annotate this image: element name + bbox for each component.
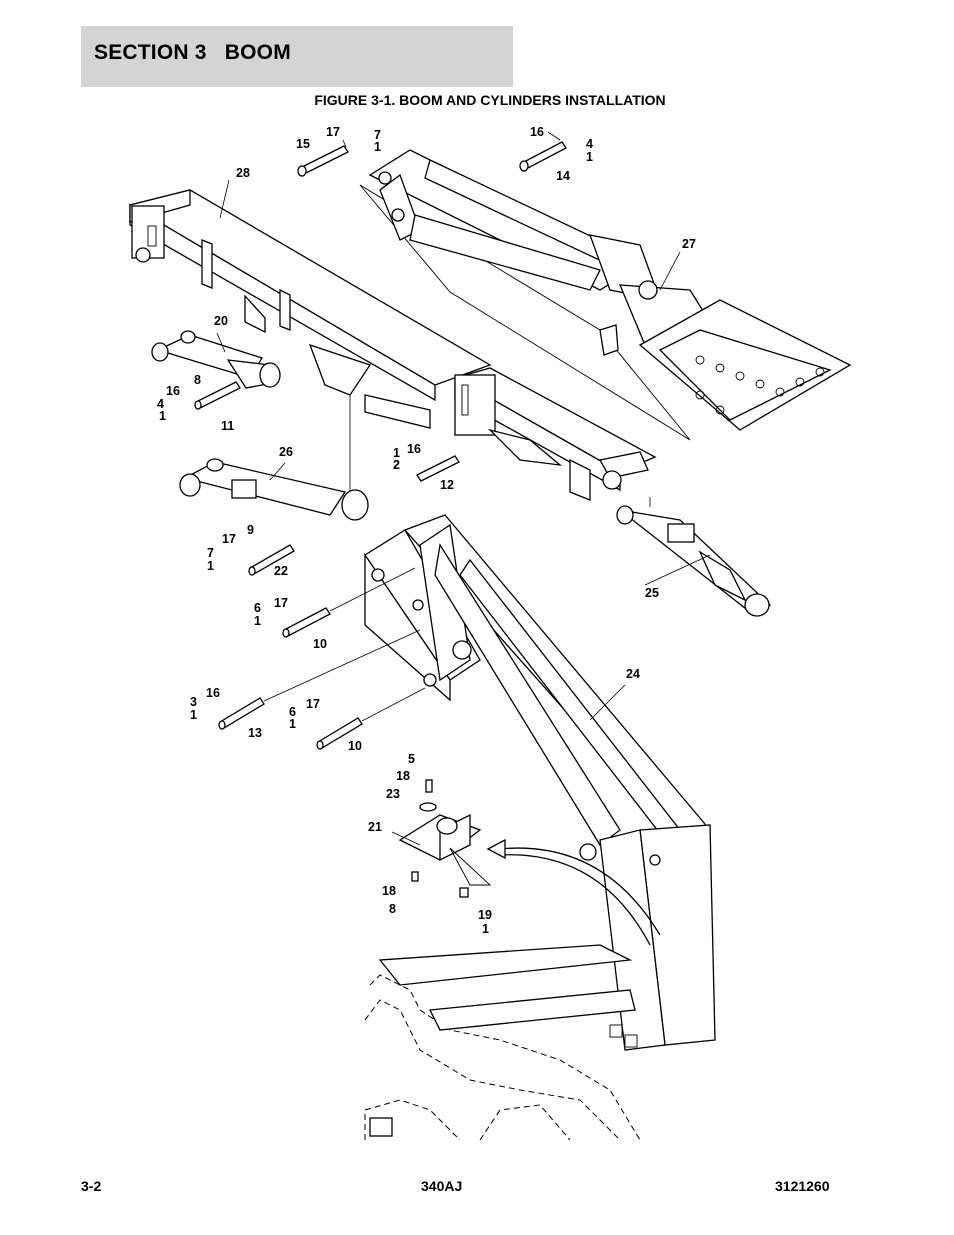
callout-2: 2 bbox=[393, 458, 400, 472]
callout-20: 20 bbox=[214, 314, 228, 328]
callout-26: 26 bbox=[279, 445, 293, 459]
callout-1i: 1 bbox=[482, 922, 489, 936]
rotator-cylinder-assembly bbox=[359, 149, 852, 441]
callout-18b: 18 bbox=[382, 884, 396, 898]
callout-9: 9 bbox=[247, 523, 254, 537]
callout-3: 3 bbox=[190, 695, 197, 709]
callout-numbers: 17 7 1 15 16 4 1 14 28 27 20 8 16 4 1 11… bbox=[157, 125, 696, 936]
callout-4b: 4 bbox=[157, 397, 164, 411]
callout-1e: 1 bbox=[207, 559, 214, 573]
callout-13: 13 bbox=[248, 726, 262, 740]
callout-6b: 6 bbox=[289, 705, 296, 719]
callout-22: 22 bbox=[274, 564, 288, 578]
callout-16d: 16 bbox=[206, 686, 220, 700]
callout-7a: 7 bbox=[374, 128, 381, 142]
callout-17b: 17 bbox=[222, 532, 236, 546]
callout-21: 21 bbox=[368, 820, 382, 834]
callout-17c: 17 bbox=[274, 596, 288, 610]
callout-16b: 16 bbox=[166, 384, 180, 398]
callout-1h: 1 bbox=[289, 717, 296, 731]
callout-17a: 17 bbox=[326, 125, 340, 139]
callout-8b: 8 bbox=[389, 902, 396, 916]
upper-boom-assembly bbox=[128, 189, 657, 501]
section-title: SECTION 3 BOOM bbox=[94, 41, 291, 64]
callout-8a: 8 bbox=[194, 373, 201, 387]
callout-24: 24 bbox=[626, 667, 640, 681]
callout-19: 19 bbox=[478, 908, 492, 922]
callout-1b: 1 bbox=[586, 150, 593, 164]
footer-manual-number: 3121260 bbox=[775, 1178, 830, 1194]
callout-15: 15 bbox=[296, 137, 310, 151]
callout-10a: 10 bbox=[313, 637, 327, 651]
callout-1a: 1 bbox=[374, 140, 381, 154]
chassis-outline bbox=[364, 944, 641, 1141]
callout-1c: 1 bbox=[159, 409, 166, 423]
callout-12: 12 bbox=[440, 478, 454, 492]
callout-16c: 16 bbox=[407, 442, 421, 456]
callout-1f: 1 bbox=[254, 614, 261, 628]
callout-27: 27 bbox=[682, 237, 696, 251]
callout-leaders bbox=[216, 131, 711, 846]
footer-model: 340AJ bbox=[421, 1178, 463, 1194]
callout-18a: 18 bbox=[396, 769, 410, 783]
callout-5: 5 bbox=[408, 752, 415, 766]
pins-lower bbox=[218, 567, 426, 750]
figure-title: FIGURE 3-1. BOOM AND CYLINDERS INSTALLAT… bbox=[314, 92, 666, 108]
cylinder-bracket bbox=[398, 779, 492, 898]
slave-cylinder bbox=[179, 458, 369, 576]
pins-upper bbox=[297, 141, 567, 177]
callout-25: 25 bbox=[645, 586, 659, 600]
master-cylinder bbox=[151, 330, 281, 410]
callout-6a: 6 bbox=[254, 601, 261, 615]
callout-17d: 17 bbox=[306, 697, 320, 711]
callout-4a: 4 bbox=[586, 137, 593, 151]
callout-16a: 16 bbox=[530, 125, 544, 139]
footer-page-number: 3-2 bbox=[81, 1178, 102, 1194]
callout-28: 28 bbox=[236, 166, 250, 180]
callout-10b: 10 bbox=[348, 739, 362, 753]
callout-1g: 1 bbox=[190, 708, 197, 722]
telescope-cylinder bbox=[616, 497, 772, 617]
callout-11: 11 bbox=[221, 419, 234, 433]
callout-14: 14 bbox=[556, 169, 570, 183]
pin-12 bbox=[416, 455, 460, 482]
callout-7b: 7 bbox=[207, 546, 214, 560]
lower-boom-assembly bbox=[364, 514, 716, 1051]
callout-1d: 1 bbox=[393, 446, 400, 460]
section-header: SECTION 3 BOOM bbox=[81, 26, 513, 87]
callout-23: 23 bbox=[386, 787, 400, 801]
